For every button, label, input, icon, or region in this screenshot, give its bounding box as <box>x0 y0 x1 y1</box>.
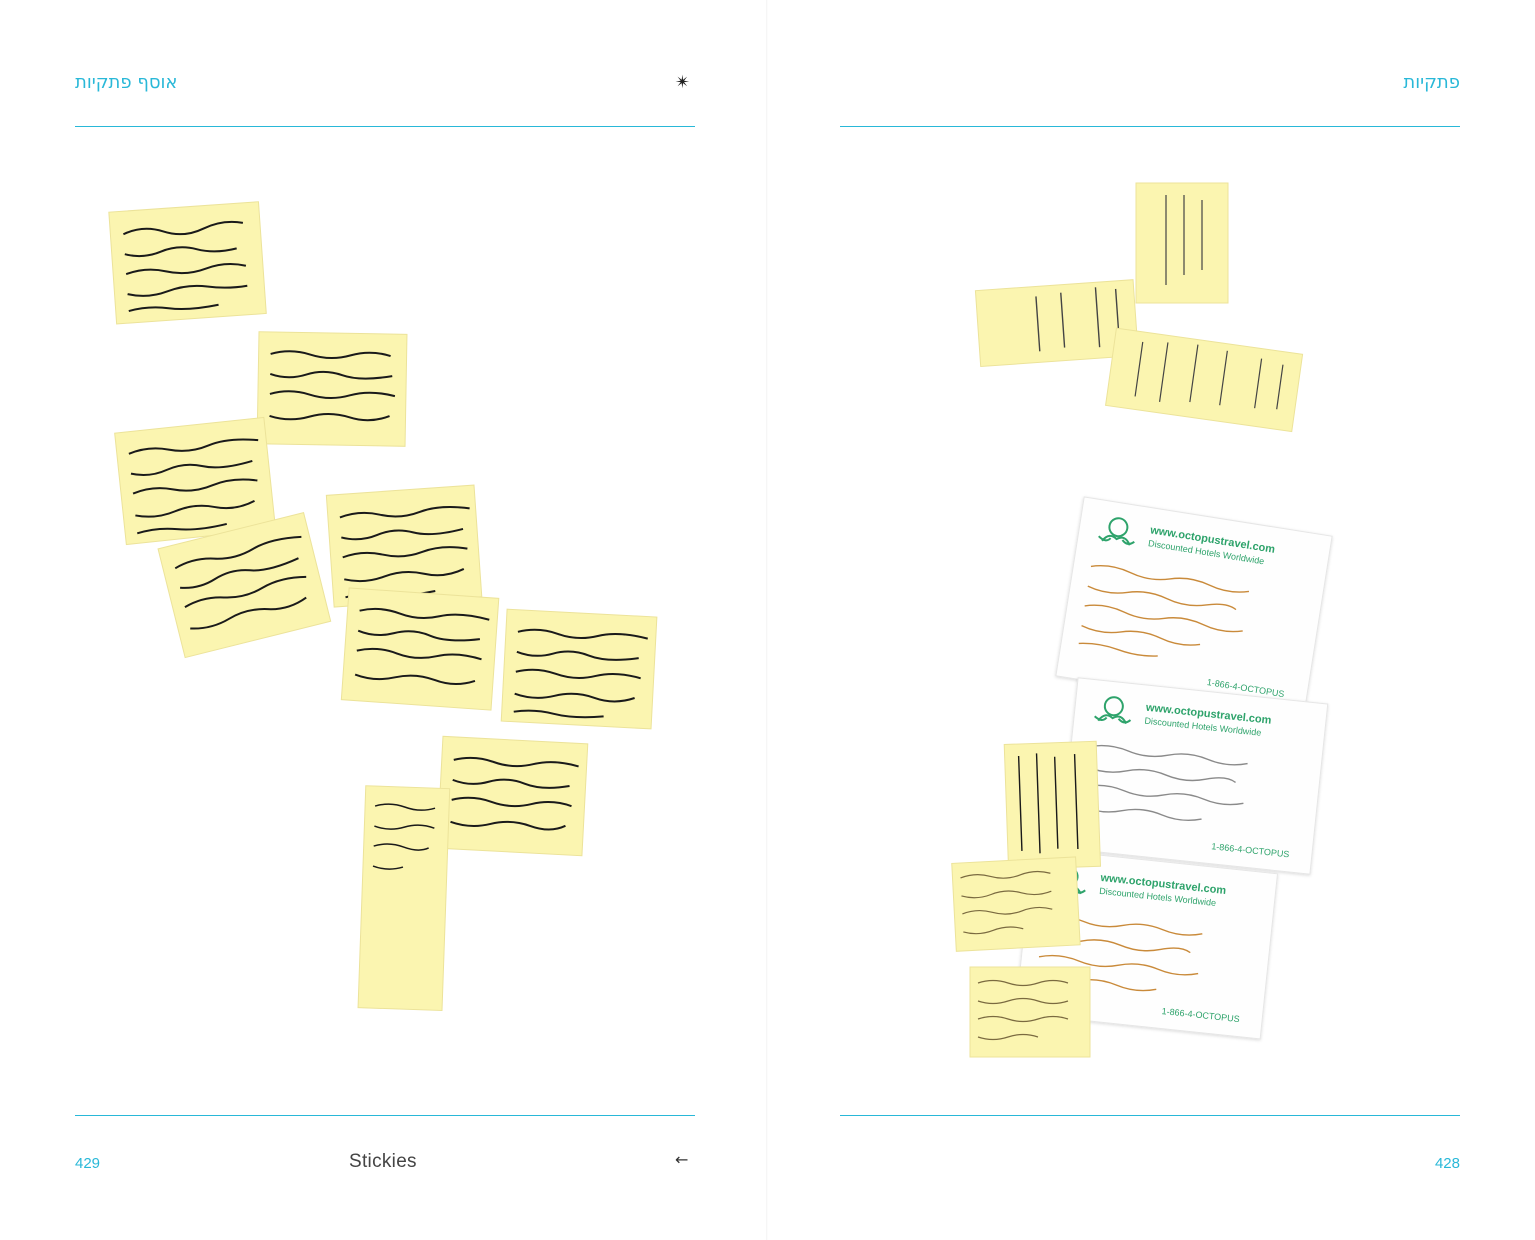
right-header-rule <box>840 126 1460 127</box>
sticky-note <box>969 966 1091 1058</box>
star-ornament-icon: ✴ <box>675 72 691 93</box>
sticky-note <box>436 735 589 857</box>
handwriting <box>1078 565 1250 657</box>
sticky-note <box>951 856 1081 952</box>
left-header-rule <box>75 126 695 127</box>
arrow-left-icon[interactable]: ← <box>675 1150 689 1169</box>
sticky-note <box>1135 182 1229 304</box>
octopus-logo-icon <box>1094 696 1132 725</box>
sticky-note <box>114 416 277 546</box>
sticky-note <box>108 201 267 325</box>
running-title: Stickies <box>349 1151 417 1172</box>
sticky-note <box>974 279 1139 368</box>
sticky-note <box>256 331 408 447</box>
handwriting <box>1036 915 1203 992</box>
sticky-note <box>1003 740 1102 870</box>
handwriting <box>1081 744 1248 821</box>
right-page: פתקיות www.octopustravel.com Discounted … <box>768 0 1535 1240</box>
right-footer-rule <box>840 1115 1460 1116</box>
sticky-notes-cluster-top <box>974 182 1304 433</box>
sticky-note <box>157 512 332 659</box>
right-page-number: 428 <box>1434 1155 1460 1172</box>
left-footer-rule <box>75 1115 695 1116</box>
left-page: אוסף פתקיות ✴ <box>0 0 767 1240</box>
left-header-title: אוסף פתקיות <box>75 72 178 93</box>
left-page-number: 429 <box>75 1155 101 1172</box>
sticky-notes-collage-left <box>108 201 658 1012</box>
business-card: www.octopustravel.com Discounted Hotels … <box>1059 677 1329 875</box>
business-card: www.octopustravel.com Discounted Hotels … <box>1055 496 1333 716</box>
octopus-logo-icon <box>1098 517 1135 546</box>
sticky-notes-cluster-bottom <box>951 740 1102 1058</box>
sticky-note <box>340 587 500 711</box>
book-gutter <box>766 0 768 1240</box>
sticky-note <box>357 785 451 1012</box>
right-header-title: פתקיות <box>1403 72 1460 93</box>
sticky-note <box>1105 327 1304 433</box>
sticky-note <box>500 608 658 730</box>
sticky-note <box>325 484 483 608</box>
